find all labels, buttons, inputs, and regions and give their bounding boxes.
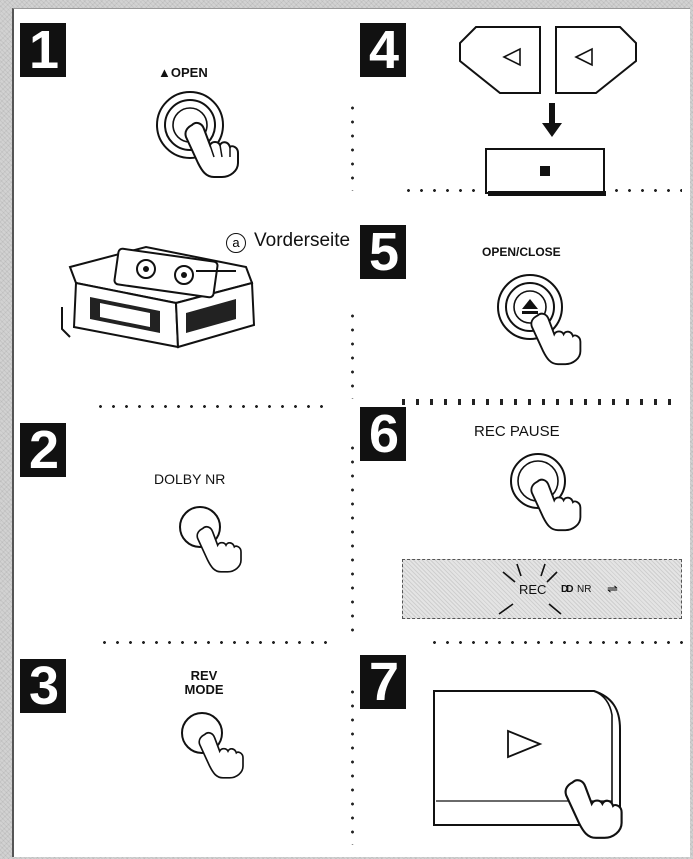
open-button-label: ▲OPEN xyxy=(158,65,208,80)
reverse-mode-icon: ⇌ xyxy=(607,581,618,596)
display-panel: REC DD NR ⇌ xyxy=(402,559,682,619)
instruction-panel: 1 2 3 4 5 6 7 ▲OPEN xyxy=(12,8,690,857)
stop-icon xyxy=(540,166,550,176)
center-divider-mid xyxy=(351,309,354,399)
rec-pause-button-label: REC PAUSE xyxy=(474,423,560,440)
hand-press-icon xyxy=(196,521,246,576)
rec-indicator: REC xyxy=(519,582,547,597)
open-close-button-label: OPEN/CLOSE xyxy=(482,245,561,259)
divider-step-7 xyxy=(428,641,684,644)
forward-button[interactable] xyxy=(550,21,640,99)
hand-press-icon xyxy=(564,775,628,841)
step-number-2: 2 xyxy=(20,423,66,477)
dolby-nr-button-label: DOLBY NR xyxy=(154,471,226,487)
rev-mode-button-label: REV MODE xyxy=(184,668,224,697)
rec-blink-lines xyxy=(498,563,562,615)
step-number-4: 4 xyxy=(360,23,406,77)
center-divider-low xyxy=(351,441,354,639)
rewind-button[interactable] xyxy=(456,21,546,99)
eject-icon xyxy=(522,299,538,309)
nr-indicator: NR xyxy=(577,584,592,595)
annotation-marker: a xyxy=(226,233,246,253)
hand-press-icon xyxy=(530,309,586,367)
forward-icon xyxy=(574,47,593,67)
step-number-1: 1 xyxy=(20,23,66,77)
hand-press-icon xyxy=(530,475,586,533)
rewind-icon xyxy=(502,47,521,67)
annotation-marker-letter: a xyxy=(232,235,240,250)
front-side-label: Vorderseite xyxy=(254,230,351,251)
play-icon xyxy=(507,729,543,759)
arrow-down-icon xyxy=(540,101,564,141)
dolby-symbol: DD xyxy=(561,584,574,595)
step-number-5: 5 xyxy=(360,225,406,279)
hand-press-icon xyxy=(198,727,248,782)
cassette-icon xyxy=(56,237,266,357)
divider-step-6 xyxy=(402,399,680,405)
center-divider-top xyxy=(351,101,354,191)
center-divider-bottom xyxy=(351,685,354,845)
stop-button[interactable] xyxy=(484,147,608,199)
divider-step-2 xyxy=(94,405,330,408)
hand-press-icon xyxy=(184,119,244,179)
divider-step-3 xyxy=(98,641,330,644)
step-number-7: 7 xyxy=(360,655,406,709)
step-number-6: 6 xyxy=(360,407,406,461)
step-number-3: 3 xyxy=(20,659,66,713)
